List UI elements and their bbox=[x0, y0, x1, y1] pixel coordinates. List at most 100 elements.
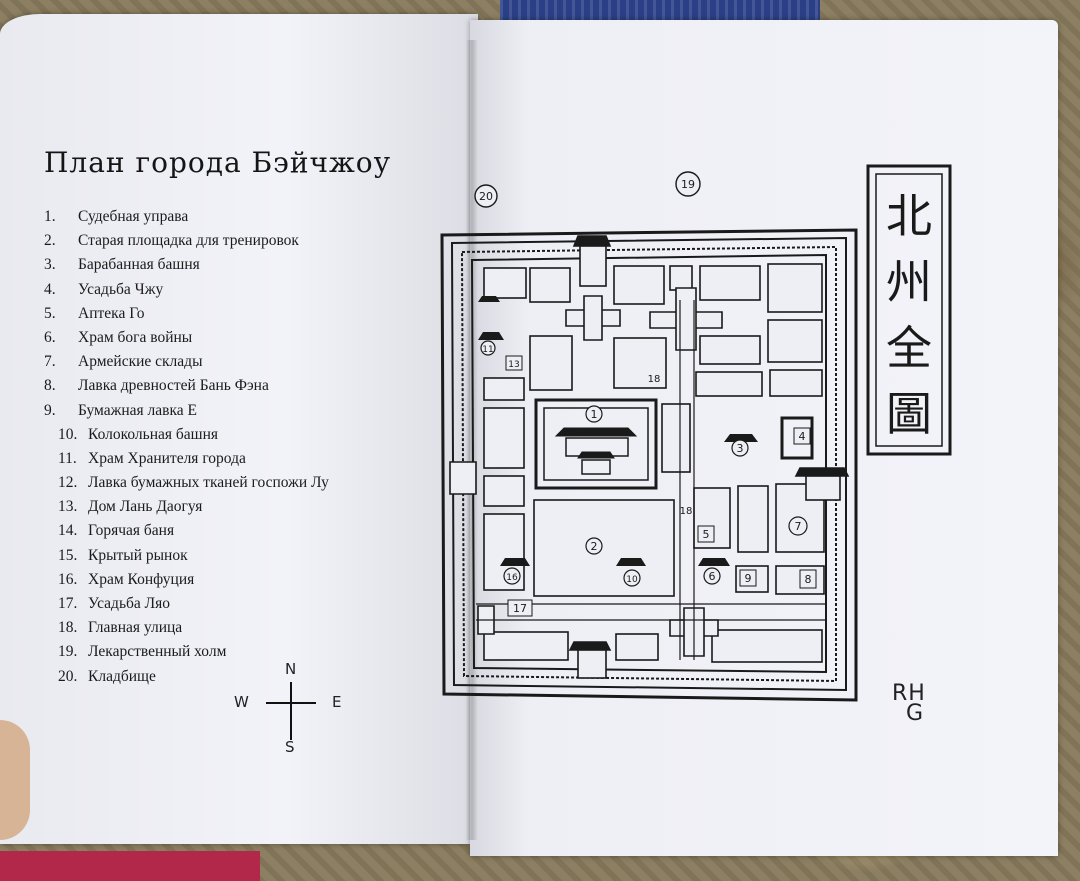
legend-item-number: 13. bbox=[58, 498, 78, 516]
legend-item-number: 17. bbox=[58, 595, 78, 612]
background-fabric-red bbox=[0, 851, 260, 881]
inner-wall bbox=[470, 253, 827, 674]
legend-item: 10.Колокольная башня bbox=[44, 423, 329, 447]
map-label-zhu-mansion: 4 bbox=[799, 430, 806, 443]
page-title: План города Бэйчжоу bbox=[44, 146, 392, 179]
map-label-lan-house: 13 bbox=[508, 360, 519, 370]
antique-shop-marker bbox=[799, 569, 817, 589]
cemetery-marker bbox=[474, 184, 498, 208]
left-page bbox=[0, 14, 478, 844]
signature-line-1: RH bbox=[892, 681, 926, 706]
finger bbox=[0, 720, 30, 840]
block bbox=[661, 403, 691, 473]
map-label-medicine-hill: 19 bbox=[681, 178, 695, 191]
legend-item: 13.Дом Лань Даогуя bbox=[44, 495, 329, 519]
map-label-tribunal: 1 bbox=[591, 408, 598, 421]
legend-item-label: Храм бога войны bbox=[78, 328, 193, 346]
legend-item-number: 6. bbox=[44, 328, 56, 346]
map-label-war-temple: 6 bbox=[709, 570, 716, 583]
legend-item-label: Кладбище bbox=[88, 667, 156, 685]
block bbox=[711, 629, 823, 663]
map-label-guardian-temple: 11 bbox=[482, 345, 493, 355]
pavilion-icon bbox=[478, 296, 500, 302]
map-label-pharmacy: 5 bbox=[703, 528, 710, 541]
pavilion-east-cross-v bbox=[675, 287, 697, 351]
legend-item-number: 12. bbox=[58, 474, 78, 492]
block bbox=[483, 267, 527, 299]
wall-walk bbox=[460, 245, 837, 683]
legend-item-number: 11. bbox=[58, 449, 77, 467]
legend-item-label: Крытый рынок bbox=[88, 546, 188, 564]
map-label-paper-shop: 9 bbox=[745, 572, 752, 585]
legend-item-label: Барабанная башня bbox=[78, 256, 200, 274]
legend-item-number: 15. bbox=[58, 546, 78, 564]
seal-char-1: 北 bbox=[886, 189, 932, 243]
block bbox=[483, 631, 569, 661]
legend-item-label: Лавка бумажных тканей госпожи Лу bbox=[88, 474, 329, 492]
south-gate-tower bbox=[577, 649, 607, 679]
legend-item-number: 4. bbox=[44, 280, 56, 298]
map-label-old-ground: 2 bbox=[591, 540, 598, 553]
outer-wall bbox=[440, 228, 858, 702]
compass-west: W bbox=[234, 693, 249, 711]
war-temple-roof bbox=[698, 558, 730, 566]
tribunal-gate bbox=[581, 459, 611, 475]
streets bbox=[476, 300, 826, 660]
map-label-army-stores: 7 bbox=[795, 520, 802, 533]
legend-item: 6. Храм бога войны bbox=[44, 326, 329, 350]
compass-rose: N S W E bbox=[230, 660, 350, 760]
west-gate bbox=[449, 461, 477, 495]
tribunal-outer-wall bbox=[534, 398, 658, 490]
legend-item-number: 14. bbox=[58, 522, 78, 540]
legend-item: 16.Храм Конфуция bbox=[44, 568, 329, 592]
block bbox=[769, 369, 823, 397]
confucius-temple-roof bbox=[500, 558, 530, 566]
legend-item-number: 9. bbox=[44, 401, 56, 419]
seal-border-inner bbox=[875, 173, 943, 447]
seal-char-2: 州 bbox=[886, 255, 932, 309]
legend-item-label: Лекарственный холм bbox=[88, 643, 227, 661]
outer-wall-inner-line bbox=[450, 236, 847, 692]
legend-item: 3.Барабанная башня bbox=[44, 253, 329, 277]
legend-item-label: Лавка древностей Бань Фэна bbox=[78, 377, 269, 395]
east-gate-roof bbox=[794, 467, 850, 477]
legend-item-number: 1. bbox=[44, 208, 56, 225]
legend-item: 7.Армейские склады bbox=[44, 350, 329, 374]
guardian-temple-roof bbox=[478, 332, 504, 340]
legend-item: 20.Кладбище bbox=[44, 665, 329, 689]
old-training-ground bbox=[533, 499, 675, 597]
legend-item: 17. Усадьба Ляо bbox=[44, 592, 329, 616]
title-seal: 北 州 全 圖 bbox=[866, 164, 952, 456]
block bbox=[699, 265, 761, 301]
legend-item: 1.Судебная управа bbox=[44, 205, 329, 229]
seal-border-outer bbox=[866, 164, 952, 456]
city-blocks bbox=[483, 263, 825, 663]
war-temple-marker bbox=[703, 567, 721, 585]
legend-item: 19.Лекарственный холм bbox=[44, 640, 329, 664]
legend-item-label: Колокольная башня bbox=[88, 425, 218, 443]
compass-horizontal-line bbox=[266, 702, 316, 704]
legend-item: 12. Лавка бумажных тканей госпожи Лу bbox=[44, 471, 329, 495]
block bbox=[699, 335, 761, 365]
bell-tower-marker bbox=[623, 569, 641, 587]
block bbox=[613, 337, 667, 389]
legend-item-number: 5. bbox=[44, 304, 56, 322]
legend-item-number: 8. bbox=[44, 377, 56, 395]
map-label-main-street-south: 18 bbox=[680, 506, 693, 517]
legend-item-label: Старая площадка для тренировок bbox=[78, 232, 299, 250]
drum-tower-marker bbox=[731, 439, 749, 457]
building-icons bbox=[478, 296, 814, 566]
legend-item: 5.Аптека Го bbox=[44, 302, 329, 326]
confucius-temple-marker bbox=[503, 567, 521, 585]
lan-house-marker bbox=[505, 355, 523, 371]
city-walls bbox=[440, 228, 858, 702]
legend-item-number: 7. bbox=[44, 353, 56, 371]
legend-item-label: Усадьба Чжу bbox=[78, 280, 164, 298]
legend-item-label: Усадьба Ляо bbox=[88, 595, 171, 612]
compass-south: S bbox=[285, 738, 295, 756]
army-stores-marker bbox=[788, 516, 808, 536]
drum-tower-roof bbox=[724, 434, 758, 442]
liao-mansion-marker bbox=[507, 599, 533, 617]
compass-vertical-line bbox=[290, 682, 292, 740]
